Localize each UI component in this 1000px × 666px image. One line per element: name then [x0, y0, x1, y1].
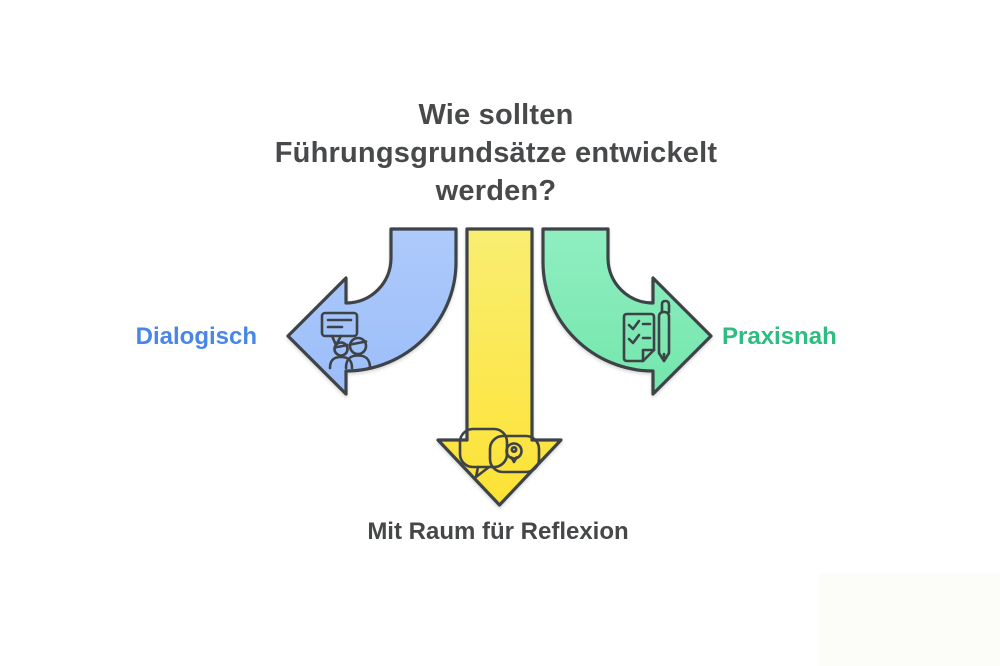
person-body — [328, 355, 354, 370]
person-head — [333, 341, 349, 357]
checkmark — [627, 319, 641, 331]
person-hair-line — [349, 340, 368, 346]
label-reflexion: Mit Raum für Reflexion — [367, 518, 629, 545]
checkmark — [627, 333, 641, 345]
curved-arrow-right — [541, 227, 713, 396]
person-body — [344, 354, 372, 370]
checklist-document — [622, 312, 656, 363]
arrow-left-dialogisch — [286, 227, 458, 396]
person-head — [348, 336, 368, 356]
discussion-people-icon — [320, 311, 372, 370]
curved-arrow-left — [286, 227, 458, 396]
idea-pin-point — [510, 456, 518, 464]
arrow-layer — [286, 227, 713, 507]
speech-bubble — [320, 311, 359, 338]
diagram-title: Wie sollten Führungsgrundsätze entwickel… — [274, 99, 718, 207]
pen-clip — [660, 299, 671, 314]
idea-pin-dot — [510, 445, 518, 453]
idea-pin — [505, 442, 523, 460]
arrow-down-reflexion — [436, 227, 563, 507]
person-hair-line — [333, 343, 349, 349]
arrow-right-praxisnah — [541, 227, 713, 396]
checklist-pen-icon — [622, 299, 671, 363]
corner-accent — [819, 574, 1000, 666]
idea-bubble-front — [488, 434, 541, 474]
label-dialogisch: Dialogisch — [135, 323, 257, 350]
document-fold — [641, 348, 656, 363]
bubble-tail — [474, 465, 491, 479]
label-praxisnah: Praxisnah — [722, 323, 837, 350]
conversation-idea-icon — [458, 427, 541, 479]
pen-body — [657, 310, 671, 363]
